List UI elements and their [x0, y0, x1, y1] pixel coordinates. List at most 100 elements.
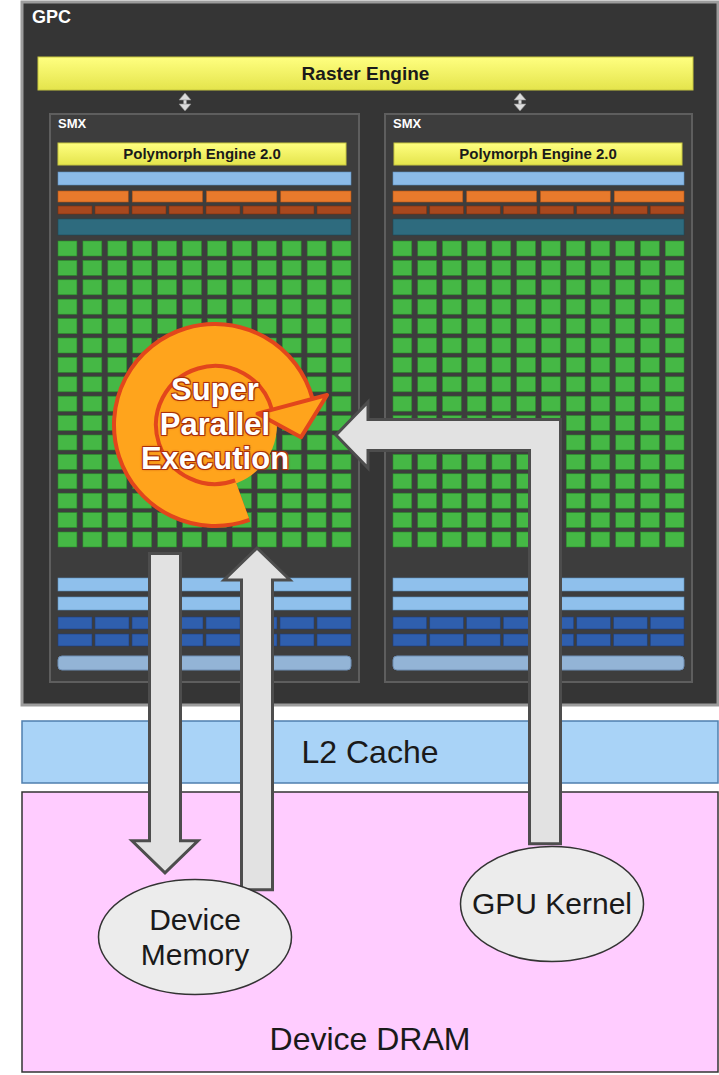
cuda-core — [492, 299, 511, 314]
cuda-core — [616, 338, 635, 353]
cuda-core — [58, 396, 77, 411]
device-memory-ellipse-shape — [99, 880, 292, 995]
dispatch-unit — [280, 206, 314, 214]
cuda-core — [665, 493, 684, 508]
cuda-core — [393, 357, 412, 372]
cuda-core — [307, 241, 326, 256]
cuda-core — [517, 319, 536, 334]
cuda-core — [418, 454, 437, 469]
cuda-core — [566, 416, 585, 431]
polymorph-engine-bar: Polymorph Engine 2.0 — [394, 143, 682, 165]
texture-unit — [206, 617, 240, 629]
cuda-core — [282, 532, 301, 547]
dispatch-unit — [503, 206, 537, 214]
texture-unit — [280, 617, 314, 629]
cuda-core — [591, 396, 610, 411]
cuda-core — [83, 241, 102, 256]
cuda-core — [591, 260, 610, 275]
cuda-core — [665, 532, 684, 547]
arrow-shaft — [364, 435, 545, 842]
gpu-kernel-ellipse-shape — [461, 847, 644, 962]
data-flow-arrow — [336, 402, 545, 845]
cuda-core — [393, 396, 412, 411]
cuda-core — [566, 357, 585, 372]
cuda-core — [282, 319, 301, 334]
cuda-core — [83, 513, 102, 528]
cuda-core — [257, 319, 276, 334]
texture-unit — [58, 634, 92, 646]
polymorph-engine-bar-fill — [394, 143, 682, 165]
cuda-core — [208, 532, 227, 547]
cuda-core — [591, 493, 610, 508]
arrow-shaft — [243, 576, 271, 888]
arrow-head — [514, 104, 526, 111]
cuda-core — [393, 377, 412, 392]
register-file — [58, 219, 351, 235]
cuda-core — [158, 280, 177, 295]
cuda-core — [282, 493, 301, 508]
cuda-core — [58, 299, 77, 314]
cuda-core — [108, 241, 127, 256]
cuda-core — [257, 241, 276, 256]
cuda-core — [467, 396, 486, 411]
cuda-core — [517, 357, 536, 372]
cuda-core — [616, 493, 635, 508]
warp-scheduler — [132, 191, 202, 202]
cuda-core — [418, 299, 437, 314]
dispatch-unit — [540, 206, 574, 214]
cuda-core — [665, 435, 684, 450]
cuda-core — [641, 532, 660, 547]
cuda-core — [83, 493, 102, 508]
cuda-core — [443, 513, 462, 528]
cuda-core — [467, 241, 486, 256]
cuda-core — [83, 338, 102, 353]
cuda-core — [641, 280, 660, 295]
cuda-core — [133, 299, 152, 314]
cuda-core — [616, 513, 635, 528]
cuda-core — [641, 357, 660, 372]
texture-unit — [393, 634, 427, 646]
dispatch-bar — [58, 172, 351, 185]
cuda-core — [282, 280, 301, 295]
cuda-core — [393, 493, 412, 508]
cuda-core — [418, 241, 437, 256]
cuda-core — [58, 260, 77, 275]
cuda-core — [58, 454, 77, 469]
texture-unit — [280, 634, 314, 646]
cuda-core — [282, 299, 301, 314]
cuda-core — [257, 513, 276, 528]
cuda-core — [542, 299, 561, 314]
cuda-core — [257, 280, 276, 295]
dispatch-unit — [206, 206, 240, 214]
cuda-core — [492, 338, 511, 353]
cuda-core — [665, 396, 684, 411]
cuda-core — [108, 338, 127, 353]
cuda-core — [591, 416, 610, 431]
cuda-core — [83, 319, 102, 334]
cuda-core — [307, 319, 326, 334]
cuda-core — [58, 357, 77, 372]
texture-unit — [650, 634, 684, 646]
cuda-core — [616, 435, 635, 450]
cuda-core — [158, 241, 177, 256]
cuda-core — [665, 319, 684, 334]
l2-cache-band-text: L2 Cache — [302, 734, 439, 771]
texture-unit — [95, 634, 129, 646]
cuda-core — [492, 260, 511, 275]
cuda-core — [332, 454, 351, 469]
cuda-core — [566, 532, 585, 547]
interconnect-bar — [58, 578, 351, 591]
polymorph-engine-bar-text: Polymorph Engine 2.0 — [459, 145, 617, 162]
cuda-core — [591, 299, 610, 314]
cuda-core — [467, 377, 486, 392]
cuda-core — [418, 532, 437, 547]
cuda-core — [183, 532, 202, 547]
texture-unit — [393, 617, 427, 629]
cuda-core — [566, 474, 585, 489]
cuda-core — [641, 493, 660, 508]
cuda-core — [566, 493, 585, 508]
cuda-core — [58, 513, 77, 528]
smx-block-fill — [50, 114, 359, 682]
cuda-core — [58, 435, 77, 450]
cuda-core — [307, 435, 326, 450]
